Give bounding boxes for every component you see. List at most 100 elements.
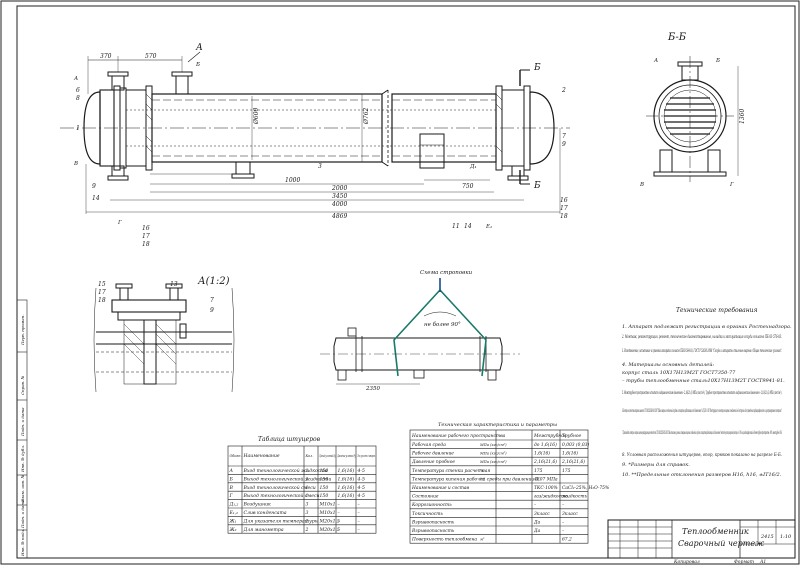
nozzle-table-cell: 1,6(16) <box>338 475 355 482</box>
nozzle-table-cell: М20х1,5 <box>319 527 341 533</box>
dim-750: 750 <box>462 183 474 190</box>
main-view-labels: 370 570 1000 2000 3450 4000 4869 750 Ø60… <box>73 43 568 248</box>
tech-table-value: 1,6(16) <box>562 452 578 457</box>
callout-17-r: 17 <box>560 205 568 212</box>
tech-table-value: 3класс <box>562 512 578 517</box>
nozzle-callout-d: Д₁ <box>469 164 477 170</box>
view-marker-b-top: Б <box>533 63 541 73</box>
tech-table-unit: МПа (кгс/см²) <box>479 452 507 456</box>
side-stamp-label: Подп. и дата <box>20 499 25 529</box>
nozzle-table-cell: – <box>338 519 341 524</box>
tech-table-header: Межтрубное <box>533 434 567 439</box>
nozzle-table-cell: Слив конденсата <box>244 510 287 516</box>
technical-requirements: Технические требования 1. Аппарат подлеж… <box>621 307 792 478</box>
nozzle-callout-e: Е₁ <box>485 224 492 230</box>
section-height-dim: 1360 <box>739 109 746 124</box>
nozzle-table-cell: М10х1 <box>319 502 336 508</box>
requirement-item: 6. Контроль качества сварных швов по СТО… <box>622 407 782 414</box>
side-stamp-label: Инв. № подл. <box>20 529 25 557</box>
requirement-item: корпус сталь 10Х17Н13М2Т ГОСТ7350-77 <box>622 370 736 376</box>
title-scale: 1:10 <box>780 534 792 540</box>
requirement-item: 9. *Размеры для справок. <box>622 462 690 468</box>
tech-table-label: Коррозионность <box>411 503 452 508</box>
nozzle-table-cell: – <box>338 511 341 516</box>
tech-table-value: 48 <box>533 477 540 482</box>
callout-9: 9 <box>562 141 566 148</box>
tech-table-value: – <box>534 503 537 508</box>
detail-labels: А(1:2) 13 15 17 18 7 9 <box>98 276 230 314</box>
nozzle-table-cell: Е₁,₂ <box>229 510 239 516</box>
section-nozzle-v: В <box>639 182 644 188</box>
nozzle-table-cell: В <box>229 485 234 491</box>
nozzle-table-cell: – <box>338 503 341 508</box>
detail-callout-13: 13 <box>170 281 178 288</box>
dim-370: 370 <box>100 53 112 60</box>
support-saddle <box>419 133 445 169</box>
nozzle-table-cell: Выход технологической жидкости <box>243 476 332 482</box>
nozzle-table-cell: Вход технологической смеси <box>243 485 316 491</box>
side-stamp-label: Инв. № дубл. <box>20 445 25 473</box>
side-stamp-label: Подп. и дата <box>20 407 25 437</box>
callout-18-r: 18 <box>560 213 568 220</box>
inner-frame <box>16 5 796 559</box>
callout-16: 16 <box>142 225 150 232</box>
nozzle-table-cell: 1,6(16) <box>338 467 355 474</box>
tech-table-label: Давление пробное <box>411 460 455 465</box>
tech-table-value: 67,2 <box>562 538 572 543</box>
sling-title: Схема строповки <box>420 270 473 276</box>
requirement-item: 3. Изготовление, испытание и приемка апп… <box>622 347 782 354</box>
nozzle-table-cell: 4-5 <box>357 493 365 499</box>
tech-table-label: Температура кипения рабочей среды при да… <box>412 477 558 482</box>
callout-16-r: 16 <box>560 197 568 204</box>
callout-14: 14 <box>92 195 100 202</box>
nozzle-callout-v: В <box>73 161 78 167</box>
tech-table-unit: °С <box>480 477 485 481</box>
nozzle-table-cell: Для манометра <box>243 527 284 533</box>
callout-1: 1 <box>76 125 80 132</box>
nozzle-table-cell: – <box>358 528 361 533</box>
slinging-scheme <box>320 278 520 385</box>
tech-table-unit: МПа (кгс/см²) <box>479 443 507 447</box>
nozzle-table-cell: 150 <box>320 485 329 491</box>
nozzle-table-cell: 1 <box>306 485 309 491</box>
nozzle-table-cell: Выход технологической смеси <box>243 493 320 499</box>
tech-table-value: 3класс <box>534 512 550 517</box>
detail-callout-18: 18 <box>98 297 106 304</box>
copied-label: Копировал <box>673 559 700 565</box>
dim-d600: Ø600 <box>253 107 260 125</box>
tech-table-value: – <box>562 503 565 508</box>
nozzle-table-header: Проход условный Dу <box>319 454 335 458</box>
nozzle-table-cell: Ж₂ <box>229 527 237 533</box>
side-stamp-label: Перв. примен. <box>20 314 25 346</box>
detail-callout-17: 17 <box>98 289 106 296</box>
nozzle-table-cell: Воздушник <box>243 502 272 508</box>
nozzle-table-cell: Г <box>229 493 234 499</box>
nozzle-table-cell: 3 <box>306 502 309 508</box>
nozzle-table-cell: Ж₁ <box>229 518 237 524</box>
dim-4869: 4869 <box>331 213 347 220</box>
nozzle-table-cell: 150 <box>320 468 329 474</box>
tech-table-header: Наименование рабочего пространства <box>411 434 506 439</box>
tech-table-label: Поверхность теплообмена <box>411 538 477 543</box>
tech-table-label: Взрывоопасность <box>411 520 455 525</box>
tech-table-unit: °С <box>480 469 485 473</box>
tech-table-value: 2,16(21,6) <box>533 460 557 465</box>
tech-table-value: Да <box>533 520 541 525</box>
tech-table-label: Рабочее давление <box>411 452 454 457</box>
view-marker-b-bottom: Б <box>533 181 541 191</box>
callout-14-r: 14 <box>464 223 472 230</box>
main-front-view <box>60 51 570 214</box>
callout-3: 3 <box>318 163 322 170</box>
nozzle-table-cell: 4-5 <box>357 468 365 474</box>
nozzle-table-cell: 2 <box>305 518 309 524</box>
nozzle-table-cell: М20х1,5 <box>319 518 341 524</box>
nozzle-table-cell: Д₁,₂ <box>229 502 239 508</box>
callout-8: 8 <box>76 95 80 102</box>
tech-table-label: Температура стенки расчетная <box>412 469 490 474</box>
side-stamp-label: Справ. № <box>20 376 25 395</box>
sling-left <box>393 289 441 377</box>
nozzle-table-cell: 1,6(16) <box>338 484 355 491</box>
tech-table-value: 0,003 (0,03) <box>562 443 589 448</box>
